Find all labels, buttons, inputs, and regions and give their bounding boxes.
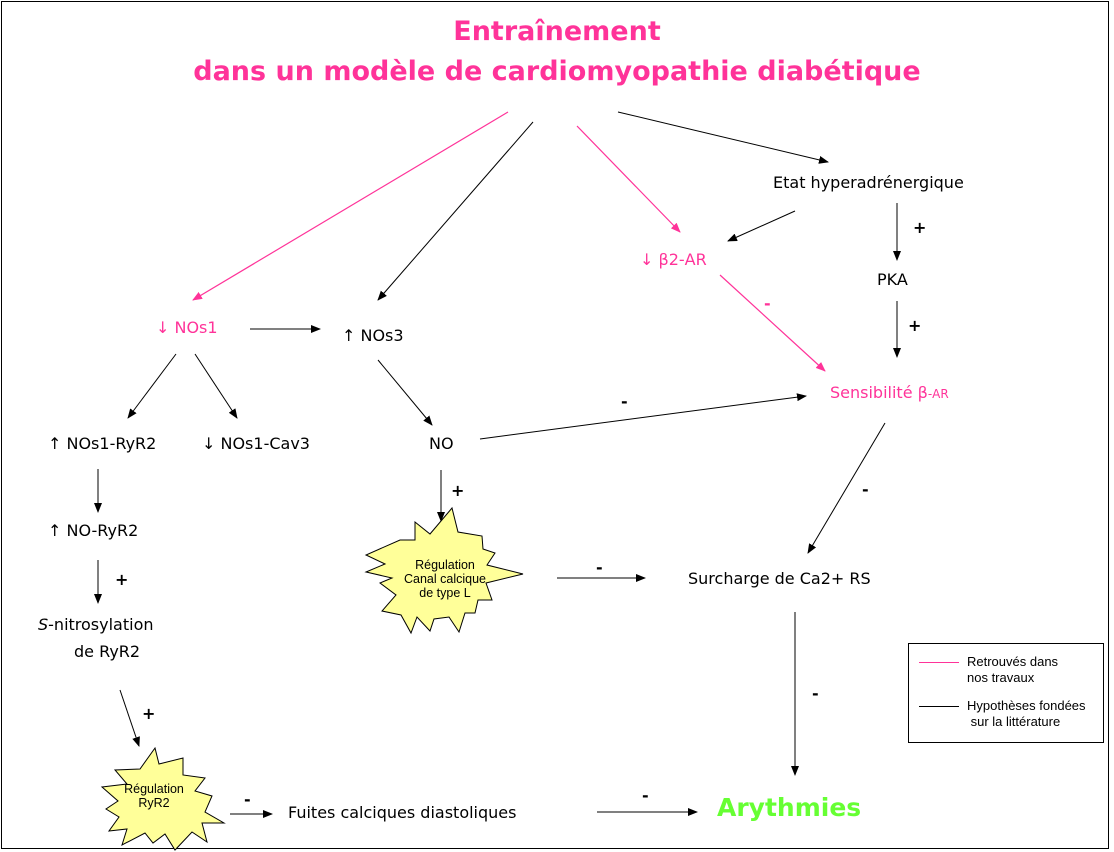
node-nos1-decrease: ↓ NOs1 (156, 318, 218, 337)
sign-plus-no-canal: + (451, 481, 465, 500)
node-surcharge: Surcharge de Ca2+ RS (688, 569, 871, 588)
title-line-1: Entraînement (453, 16, 661, 47)
star-canal-text: Régulation Canal calcique de type L (390, 558, 500, 600)
arrow-title-to-nos3 (377, 121, 534, 301)
sign-minus-sensibilite-surcharge: - (862, 480, 869, 499)
arrow-title-to-beta2 (576, 125, 681, 233)
node-no: NO (429, 434, 454, 453)
ryr2-line-2: RyR2 (138, 796, 170, 810)
node-arythmies: Arythmies (717, 793, 862, 822)
sign-minus-beta2-sensibilite: - (764, 294, 771, 313)
arrow-snitro-to-regryr2 (119, 689, 140, 747)
sign-minus-fuites-arythmies: - (642, 786, 649, 805)
arrow-nos1-to-nos1ryr2 (127, 353, 177, 419)
node-de-ryr2: de RyR2 (74, 642, 141, 661)
sign-minus-surcharge-arythmies: - (812, 684, 819, 703)
legend-black-label-2: sur la littérature (967, 714, 1061, 729)
sensibilite-label: Sensibilité β (830, 383, 928, 402)
sensibilite-suffix: -AR (927, 387, 949, 401)
arrow-beta2-to-sensibilite (719, 274, 826, 372)
sign-plus-etat-pka: + (913, 218, 927, 237)
s-nitro-label: -nitrosylation (48, 615, 154, 634)
star-ryr2 (100, 746, 226, 851)
star-canal-calcique (364, 506, 524, 635)
node-s-nitrosylation: S-nitrosylation (38, 615, 154, 634)
node-no-ryr2: ↑ NO-RyR2 (48, 521, 139, 540)
node-nos3-increase: ↑ NOs3 (342, 326, 404, 345)
sign-minus-canal-surcharge: - (596, 558, 603, 577)
arrow-etat-to-beta2 (727, 210, 796, 242)
legend-black-line (919, 706, 959, 707)
node-fuites: Fuites calciques diastoliques (288, 803, 517, 822)
node-etat-hyperadrenergique: Etat hyperadrénergique (773, 173, 964, 192)
sign-plus-noryr2-snitro: + (115, 570, 129, 589)
sign-plus-snitro-regryr2: + (142, 704, 156, 723)
legend-black-label-1: Hypothèses fondées (967, 698, 1086, 713)
sign-minus-no-sensibilite: - (621, 392, 628, 411)
sign-plus-pka-sensibilite: + (908, 316, 922, 335)
arrow-nos3-to-no (377, 359, 433, 426)
arrow-nos1-to-nos1cav3 (194, 353, 238, 419)
node-pka: PKA (877, 270, 908, 289)
legend-pink-label: Retrouvés dans nos travaux (967, 654, 1058, 686)
node-nos1-cav3: ↓ NOs1-Cav3 (202, 434, 310, 453)
ryr2-line-1: Régulation (124, 782, 184, 796)
node-beta2-ar: ↓ β2-AR (640, 250, 707, 269)
arrow-title-to-etat (617, 111, 829, 164)
star-ryr2-text: Régulation RyR2 (114, 782, 194, 810)
arrow-title-to-nos1 (192, 111, 509, 301)
legend: Retrouvés dans nos travaux Hypothèses fo… (908, 643, 1104, 743)
canal-line-2: Canal calcique (404, 572, 486, 586)
node-nos1-ryr2: ↑ NOs1-RyR2 (48, 434, 157, 453)
arrow-no-to-sensibilite (479, 393, 807, 440)
node-sensibilite: Sensibilité β-AR (830, 383, 949, 402)
canal-line-3: de type L (419, 586, 471, 600)
canal-line-1: Régulation (415, 558, 475, 572)
legend-pink-label-1: Retrouvés dans (967, 654, 1059, 669)
title-line-2: dans un modèle de cardiomyopathie diabét… (193, 56, 921, 87)
sign-minus-regryr2-fuites: - (244, 790, 251, 809)
s-prefix: S (38, 615, 49, 634)
legend-pink-line (919, 662, 959, 663)
legend-pink-label-2: nos travaux (967, 670, 1035, 685)
legend-black-label: Hypothèses fondées sur la littérature (967, 698, 1086, 730)
arrow-sensibilite-to-surcharge (807, 422, 886, 554)
